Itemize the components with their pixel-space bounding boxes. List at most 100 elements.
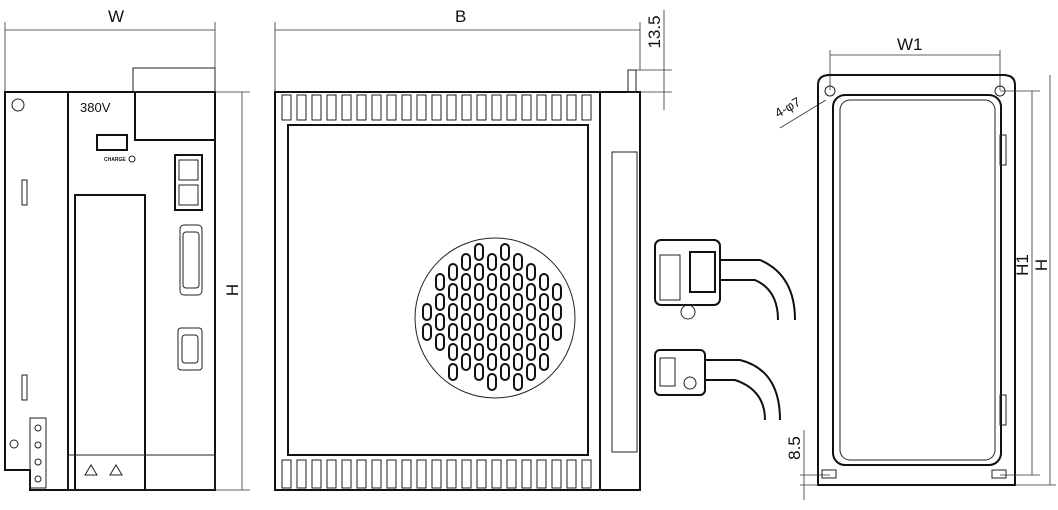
fan-slot [422, 323, 432, 341]
fan-slot [526, 263, 536, 281]
fan-slot [448, 303, 458, 321]
fan-slot [539, 313, 549, 331]
fin [296, 459, 307, 489]
heatsink-fins [281, 94, 592, 489]
warning-icon [84, 464, 123, 476]
fan-slot [513, 353, 523, 371]
fan-slot [526, 283, 536, 301]
fan-slot [487, 253, 497, 271]
fan-slot [448, 363, 458, 381]
ground-icon [9, 439, 19, 449]
fan-slot [526, 343, 536, 361]
fin [446, 94, 457, 121]
fin [416, 94, 427, 121]
fan-slot [539, 273, 549, 291]
fan-slot [448, 323, 458, 341]
fan-slot [474, 243, 484, 261]
fin [326, 459, 337, 489]
fan-slot [487, 353, 497, 371]
fin [431, 94, 442, 121]
fan-slot [513, 293, 523, 311]
cooling-fan-grille [414, 237, 576, 399]
fan-slot [448, 263, 458, 281]
fin [581, 94, 592, 121]
fan-slot [435, 333, 445, 351]
fin [371, 459, 382, 489]
fan-outline [414, 237, 576, 399]
fin [341, 459, 352, 489]
fan-slot [461, 293, 471, 311]
db9-cable [654, 349, 781, 421]
fan-slot [500, 243, 510, 261]
hole-height-dim-label: H1 [1013, 254, 1032, 276]
fan-slot [448, 283, 458, 301]
fin [416, 459, 427, 489]
fin [386, 459, 397, 489]
fan-slot [474, 363, 484, 381]
fin [461, 94, 472, 121]
fan-slot [474, 343, 484, 361]
fin [491, 459, 502, 489]
fan-slot [539, 333, 549, 351]
fan-slot [461, 313, 471, 331]
fan-slot [500, 303, 510, 321]
fan-slot [461, 353, 471, 371]
fan-slot [487, 373, 497, 391]
fan-slot [435, 293, 445, 311]
db25-cable [654, 239, 796, 321]
depth-dim-label: B [455, 7, 466, 26]
fan-slot [513, 333, 523, 351]
fan-slot [435, 313, 445, 331]
mounting-plate [817, 74, 1016, 486]
fin [401, 459, 412, 489]
fan-slot [513, 373, 523, 391]
fan-slot [500, 343, 510, 361]
fin [476, 94, 487, 121]
fan-slot [513, 313, 523, 331]
charge-led [96, 134, 128, 151]
db9-connector [177, 327, 203, 371]
charge-label: CHARGE [104, 157, 126, 163]
fan-slot [539, 353, 549, 371]
fan-slot [474, 263, 484, 281]
fan-slot [487, 313, 497, 331]
side-view: B 13.5 [274, 7, 796, 491]
fin [521, 94, 532, 121]
fan-slot [422, 303, 432, 321]
front-view: W H 380V CHARGE [4, 7, 250, 491]
fan-slot [500, 363, 510, 381]
fin [281, 459, 292, 489]
fan-slot [526, 323, 536, 341]
fan-slot [448, 343, 458, 361]
fin [371, 94, 382, 121]
fin [431, 459, 442, 489]
fan-slot [500, 323, 510, 341]
height-dim-label: H [1032, 259, 1051, 271]
front-panel-side [599, 91, 641, 491]
fan-slot [487, 333, 497, 351]
fin [536, 94, 547, 121]
offset-dim-label: 13.5 [645, 15, 664, 48]
fan-slot [487, 273, 497, 291]
fan-slot [474, 283, 484, 301]
fin [296, 94, 307, 121]
fin [521, 459, 532, 489]
rj45-ports [174, 154, 203, 211]
fin [581, 459, 592, 489]
fan-slot [513, 273, 523, 291]
front-panel [67, 91, 216, 491]
fin [311, 94, 322, 121]
fin [551, 94, 562, 121]
fin [446, 459, 457, 489]
fin [281, 94, 292, 121]
fan-slot [474, 323, 484, 341]
fin [491, 94, 502, 121]
fin [341, 94, 352, 121]
fan-slot [552, 323, 562, 341]
fin [386, 94, 397, 121]
hole-width-dim-label: W1 [897, 35, 923, 54]
fan-slot [487, 293, 497, 311]
fan-slot [461, 273, 471, 291]
fan-slot [474, 303, 484, 321]
fan-slot [526, 363, 536, 381]
